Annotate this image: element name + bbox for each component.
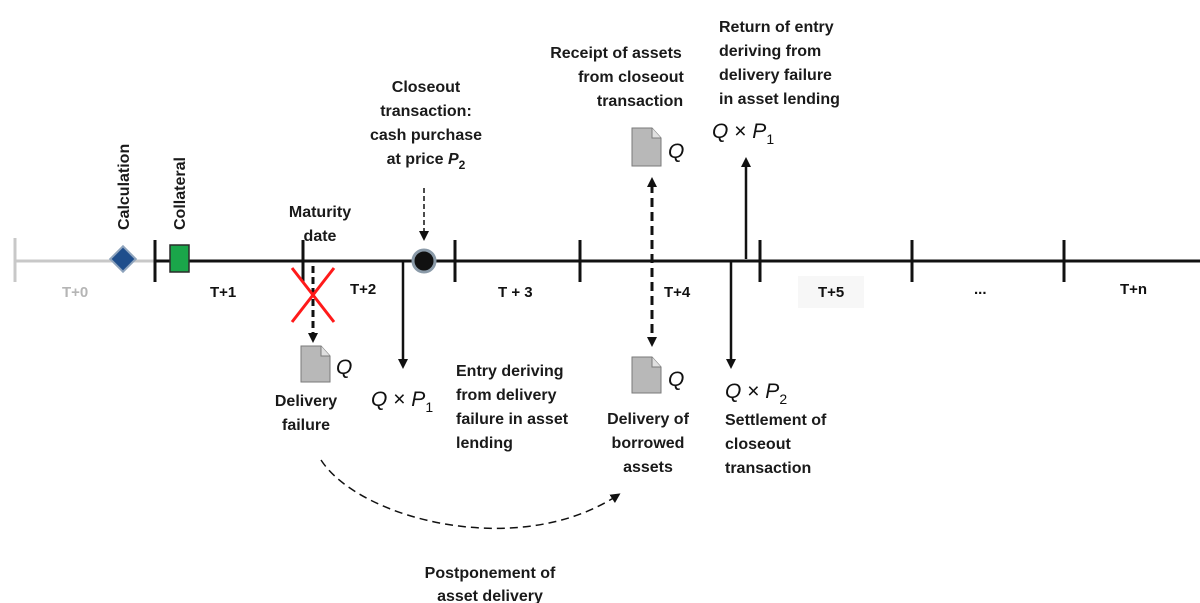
document-fold-icon	[320, 346, 330, 357]
postponement-label-line: asset delivery	[437, 588, 543, 603]
document-fold-icon	[651, 128, 661, 139]
q-times-p1-return-formula: Q × P1	[712, 120, 774, 147]
period-label-t1: T+1	[210, 284, 236, 301]
entry-deriving-label-line: lending	[456, 435, 513, 452]
receipt-and-delivery-event: Receipt of assets from closeout transact…	[550, 45, 689, 476]
closeout-label-line: Closeout	[392, 79, 461, 96]
maturity-label-line: date	[304, 228, 337, 245]
period-label-tn: T+n	[1120, 281, 1147, 298]
collateral-event: Collateral	[169, 157, 190, 273]
timeline-axis	[13, 238, 1200, 282]
settlement-label-line: Settlement of	[725, 412, 827, 429]
return-entry-label-line: Return of entry	[719, 19, 834, 36]
return-entry-label-line: deriving from	[719, 43, 821, 60]
closeout-transaction-event: Closeout transaction: cash purchase at p…	[370, 79, 482, 274]
quantity-q-label: Q	[668, 368, 684, 391]
receipt-label-line: transaction	[597, 93, 683, 110]
postponement-event: Postponement of asset delivery	[320, 459, 621, 603]
quantity-q-label: Q	[336, 356, 352, 379]
delivery-failure-label-line: failure	[282, 417, 330, 434]
return-entry-event: Return of entry deriving from delivery f…	[712, 19, 840, 259]
settlement-label-line: closeout	[725, 436, 791, 453]
delivery-failure-label-line: Delivery	[275, 393, 337, 410]
calculation-event: Calculation	[108, 144, 138, 274]
delivery-borrowed-label-line: borrowed	[612, 435, 685, 452]
settlement-label-line: transaction	[725, 460, 811, 477]
document-fold-icon	[651, 357, 661, 368]
period-labels: T+0 T+1 T+2 T + 3 T+4 T+5 ... T+n	[62, 276, 1147, 308]
return-entry-label-line: delivery failure	[719, 67, 832, 84]
entry-deriving-label-line: from delivery	[456, 387, 557, 404]
period-label-t5-background	[798, 276, 864, 308]
receipt-label-line: Receipt of assets	[550, 45, 682, 62]
period-label-t5: T+5	[818, 284, 844, 301]
settlement-event: Q × P2 Settlement of closeout transactio…	[725, 262, 827, 477]
collateral-label: Collateral	[172, 157, 189, 230]
quantity-q-label: Q	[668, 140, 684, 163]
return-entry-label-line: in asset lending	[719, 91, 840, 108]
maturity-date-event: Maturity date	[289, 204, 351, 245]
period-label-t2: T+2	[350, 281, 376, 298]
closeout-dot-icon	[411, 248, 437, 274]
entry-deriving-label-line: failure in asset	[456, 411, 569, 428]
maturity-label-line: Maturity	[289, 204, 351, 221]
collateral-square-icon	[169, 244, 190, 273]
period-label-t4: T+4	[664, 284, 691, 301]
postponement-curved-arrow	[320, 459, 621, 530]
receipt-label-line: from closeout	[578, 69, 684, 86]
q-times-p2-formula: Q × P2	[725, 380, 787, 407]
entry-deriving-label-line: Entry deriving	[456, 363, 564, 380]
delivery-borrowed-label-line: assets	[623, 459, 673, 476]
delivery-failure-event: Q Delivery failure	[275, 266, 352, 434]
postponement-label-line: Postponement of	[425, 565, 556, 582]
entry-deriving-event: Q × P1 Entry deriving from delivery fail…	[371, 262, 569, 452]
cross-icon	[290, 267, 336, 323]
closeout-label-line: cash purchase	[370, 127, 482, 144]
closeout-label-line: transaction:	[380, 103, 472, 120]
calculation-diamond-icon	[108, 244, 138, 274]
period-label-t0: T+0	[62, 284, 88, 301]
calculation-label: Calculation	[116, 144, 133, 230]
closeout-price-label: at price P2	[387, 151, 466, 172]
q-times-p1-formula: Q × P1	[371, 388, 433, 415]
period-label-t3: T + 3	[498, 284, 533, 301]
period-label-ellipsis: ...	[974, 281, 987, 298]
delivery-borrowed-label-line: Delivery of	[607, 411, 689, 428]
